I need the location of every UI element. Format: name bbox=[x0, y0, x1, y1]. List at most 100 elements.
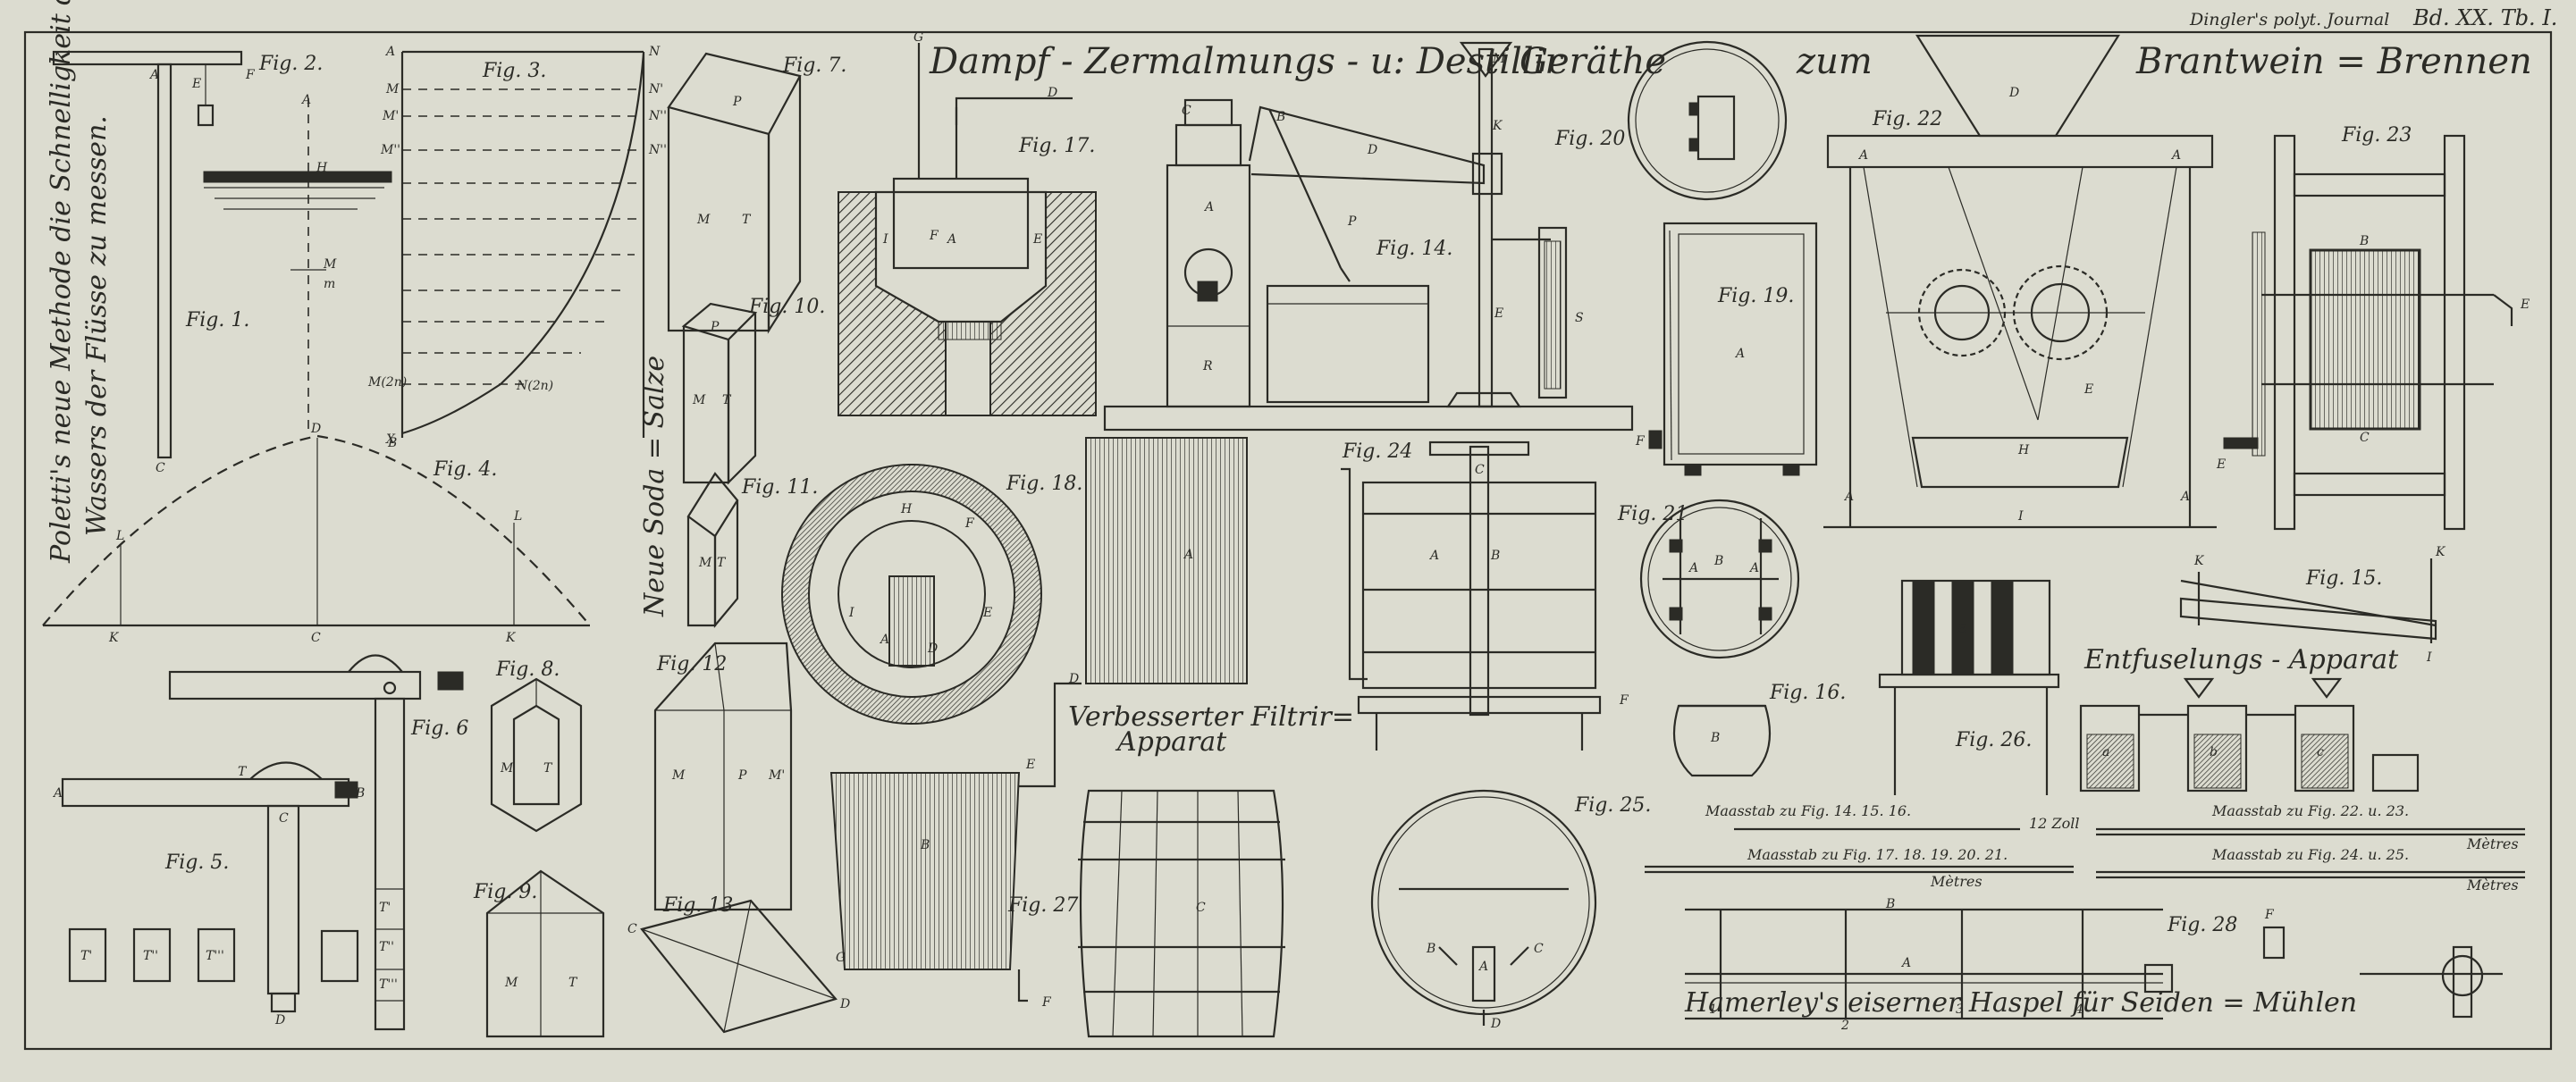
svg-text:M: M bbox=[696, 213, 711, 227]
svg-text:M': M' bbox=[382, 109, 399, 123]
soda-section: Neue Soda = Salze Fig. 7. P M T Fig. 10.… bbox=[473, 52, 850, 1038]
scale-3-unit: Mètres bbox=[2466, 835, 2519, 852]
svg-text:3: 3 bbox=[1956, 1002, 1964, 1017]
svg-text:M: M bbox=[1492, 52, 1506, 66]
svg-text:b: b bbox=[2210, 745, 2218, 759]
svg-text:N'': N'' bbox=[648, 109, 667, 123]
plate-border bbox=[23, 30, 2553, 1051]
svg-text:T''': T''' bbox=[379, 977, 398, 992]
svg-text:A: A bbox=[148, 68, 159, 82]
svg-text:P: P bbox=[732, 95, 742, 109]
fig-17-label: Fig. 17. bbox=[1018, 135, 1095, 157]
svg-text:A: A bbox=[1428, 549, 1439, 563]
poletti-section: Poletti's neue Methode die Schnelligkeit… bbox=[42, 0, 670, 1031]
soda-title: Neue Soda = Salze bbox=[639, 356, 670, 617]
fig-11-label: Fig. 11. bbox=[741, 476, 818, 499]
fig-13-crystal: Fig. 13 C D bbox=[627, 894, 850, 1034]
fig-23-mill-side: Fig. 23 E C B E bbox=[2216, 124, 2530, 531]
fig-24-label: Fig. 24 bbox=[1342, 440, 1412, 463]
fig-26-apparatus: E Fig. 26. Entfuselungs - Apparat a b c bbox=[1878, 579, 2420, 795]
svg-text:F: F bbox=[1619, 693, 1629, 708]
svg-text:M(2n): M(2n) bbox=[367, 375, 407, 390]
svg-text:D: D bbox=[274, 1013, 285, 1027]
svg-text:T: T bbox=[543, 761, 553, 776]
fig-12-label: Fig. 12 bbox=[656, 653, 727, 675]
svg-text:T'': T'' bbox=[379, 940, 394, 954]
svg-text:E: E bbox=[982, 606, 992, 620]
svg-text:K: K bbox=[505, 631, 517, 645]
fig-24-press: Fig. 24 A B C F bbox=[1341, 440, 1629, 751]
scale-4-unit: Mètres bbox=[2466, 877, 2519, 893]
svg-text:A: A bbox=[2179, 490, 2190, 504]
svg-text:B: B bbox=[387, 436, 397, 450]
svg-text:S: S bbox=[1575, 311, 1584, 325]
scale-1-label: Maasstab zu Fig. 14. 15. 16. bbox=[1705, 802, 1911, 819]
svg-text:E: E bbox=[191, 77, 201, 91]
svg-text:A: A bbox=[1203, 200, 1214, 214]
svg-text:T: T bbox=[722, 393, 732, 407]
svg-text:E: E bbox=[2216, 457, 2226, 472]
fig-14-still: A R C Fig. 14. D B M K E S P bbox=[1103, 41, 1634, 432]
fig-25-label: Fig. 25. bbox=[1574, 794, 1651, 817]
svg-text:H: H bbox=[2017, 443, 2030, 457]
svg-text:L: L bbox=[115, 529, 124, 543]
svg-text:F: F bbox=[929, 229, 939, 243]
fig-12-crystal: Fig. 12 M P M' bbox=[653, 642, 793, 911]
svg-text:P: P bbox=[737, 768, 747, 783]
scale-1-unit: 12 Zoll bbox=[2029, 815, 2079, 832]
poletti-title-line1: Poletti's neue Methode die Schnelligkeit… bbox=[46, 0, 77, 564]
fig-1-2-diagram: Fig. 2. Fig. 1. A E F A H M m C bbox=[52, 50, 392, 475]
fig-16-bowl: Fig. 16. B bbox=[1672, 682, 1846, 777]
fig-7-crystal: Fig. 7. P M T bbox=[667, 52, 846, 334]
svg-text:1: 1 bbox=[1709, 1002, 1717, 1017]
svg-text:H: H bbox=[900, 502, 913, 516]
fig-9-crystal: Fig. 9. M T bbox=[473, 869, 605, 1038]
fig-1-label: Fig. 1. bbox=[185, 309, 249, 331]
svg-text:C: C bbox=[1534, 942, 1544, 956]
svg-text:M: M bbox=[692, 393, 706, 407]
svg-text:F: F bbox=[1041, 995, 1052, 1010]
fig-14-label: Fig. 14. bbox=[1376, 238, 1452, 260]
svg-text:K: K bbox=[2193, 554, 2205, 568]
fig-8-label: Fig. 8. bbox=[495, 658, 560, 681]
fig-19-label: Fig. 19. bbox=[1717, 285, 1794, 307]
svg-text:K: K bbox=[1492, 119, 1503, 133]
svg-text:A: A bbox=[1734, 347, 1745, 361]
title-main-1: Dampf - Zermalmungs - u: Destillir bbox=[929, 41, 1564, 82]
fig-10-label: Fig. 10. bbox=[748, 296, 825, 318]
svg-text:C: C bbox=[156, 461, 165, 475]
svg-text:D: D bbox=[1490, 1017, 1501, 1031]
svg-text:A: A bbox=[1748, 561, 1759, 575]
svg-text:B: B bbox=[1275, 110, 1285, 124]
fig-4-label: Fig. 4. bbox=[433, 458, 497, 481]
svg-text:M: M bbox=[504, 976, 518, 990]
svg-text:4: 4 bbox=[2075, 1002, 2084, 1017]
svg-text:T': T' bbox=[379, 901, 391, 915]
svg-text:L: L bbox=[513, 509, 522, 524]
svg-text:K: K bbox=[2435, 545, 2446, 559]
svg-text:P: P bbox=[1347, 214, 1357, 229]
svg-text:G: G bbox=[913, 30, 923, 45]
fig-22-label: Fig. 22 bbox=[1872, 108, 1942, 130]
svg-text:B: B bbox=[1710, 731, 1720, 745]
fig-18-ring: Fig. 18. H F E I D A bbox=[781, 464, 1082, 725]
svg-text:T''': T''' bbox=[206, 949, 224, 963]
svg-text:G: G bbox=[836, 951, 846, 965]
svg-text:B: B bbox=[1713, 554, 1723, 568]
filter-title-line1: Verbesserter Filtrir= bbox=[1068, 701, 1354, 733]
svg-text:M: M bbox=[671, 768, 686, 783]
fig-5-label: Fig. 5. bbox=[164, 851, 229, 874]
svg-text:A: A bbox=[1477, 960, 1488, 974]
svg-text:m: m bbox=[324, 277, 335, 291]
entfuselung-title: Entfuselungs - Apparat bbox=[2084, 644, 2399, 675]
title-main-4: Brantwein = Brennen bbox=[2135, 41, 2532, 82]
svg-text:N': N' bbox=[648, 82, 663, 96]
fig-21-label: Fig. 21 bbox=[1617, 503, 1688, 525]
svg-text:D: D bbox=[927, 642, 938, 656]
svg-text:c: c bbox=[2317, 745, 2324, 759]
svg-text:E: E bbox=[2084, 382, 2093, 397]
svg-text:I: I bbox=[882, 232, 888, 247]
svg-text:A: A bbox=[52, 786, 63, 801]
fig-16-label: Fig. 16. bbox=[1769, 682, 1846, 704]
svg-text:A: A bbox=[384, 45, 395, 59]
